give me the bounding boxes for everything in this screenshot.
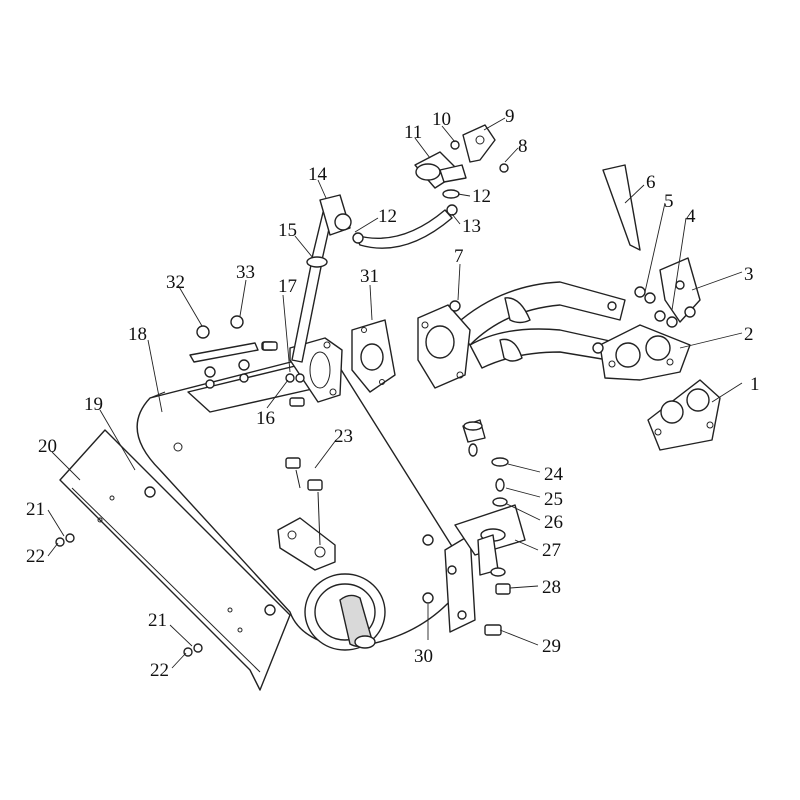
callout-7: 7	[454, 246, 464, 267]
callout-15: 15	[278, 220, 297, 241]
callout-3: 3	[744, 264, 754, 285]
callout-32: 32	[166, 272, 185, 293]
header-pipe	[417, 281, 691, 389]
callout-16: 16	[256, 408, 275, 429]
sensor-tube	[262, 194, 458, 407]
callout-10: 10	[432, 109, 451, 130]
callout-6: 6	[646, 172, 656, 193]
exhaust-gasket	[647, 379, 721, 451]
callout-22-upper: 22	[26, 546, 45, 567]
bracket-assembly	[602, 164, 701, 323]
callout-26: 26	[544, 512, 563, 533]
callout-19: 19	[84, 394, 103, 415]
callout-23: 23	[334, 426, 353, 447]
callout-27: 27	[542, 540, 561, 561]
callout-13: 13	[462, 216, 481, 237]
callout-5: 5	[664, 191, 674, 212]
callout-30: 30	[414, 646, 433, 667]
muffler	[136, 351, 471, 651]
callout-14: 14	[308, 164, 328, 185]
callout-21-upper: 21	[26, 499, 45, 520]
callout-12-tube: 12	[378, 206, 397, 227]
leader-lines	[47, 117, 743, 669]
heat-shield	[59, 429, 291, 691]
callout-31: 31	[360, 266, 379, 287]
muffler-bolts	[285, 457, 323, 546]
callout-24: 24	[544, 464, 564, 485]
callout-12-valve: 12	[472, 186, 491, 207]
shield-fasteners	[55, 486, 276, 657]
callout-20: 20	[38, 436, 57, 457]
callout-1: 1	[750, 374, 760, 395]
callout-18: 18	[128, 324, 147, 345]
callout-2: 2	[744, 324, 754, 345]
callout-8: 8	[518, 136, 528, 157]
callout-4: 4	[686, 206, 696, 227]
callout-22-lower: 22	[150, 660, 169, 681]
inlet-gasket	[351, 319, 396, 393]
callout-17: 17	[278, 276, 297, 297]
valve-assembly	[414, 124, 509, 199]
callout-9: 9	[505, 106, 515, 127]
callout-11: 11	[404, 122, 422, 143]
callout-21-lower: 21	[148, 610, 167, 631]
mounting-bracket	[422, 419, 526, 636]
callout-33: 33	[236, 262, 255, 283]
callout-labels: 1 2 3 4 5 6 7 8 9 10 11 12 12 13 14 15 1…	[26, 106, 760, 681]
callout-29: 29	[542, 636, 561, 657]
callout-25: 25	[544, 489, 563, 510]
callout-28: 28	[542, 577, 561, 598]
